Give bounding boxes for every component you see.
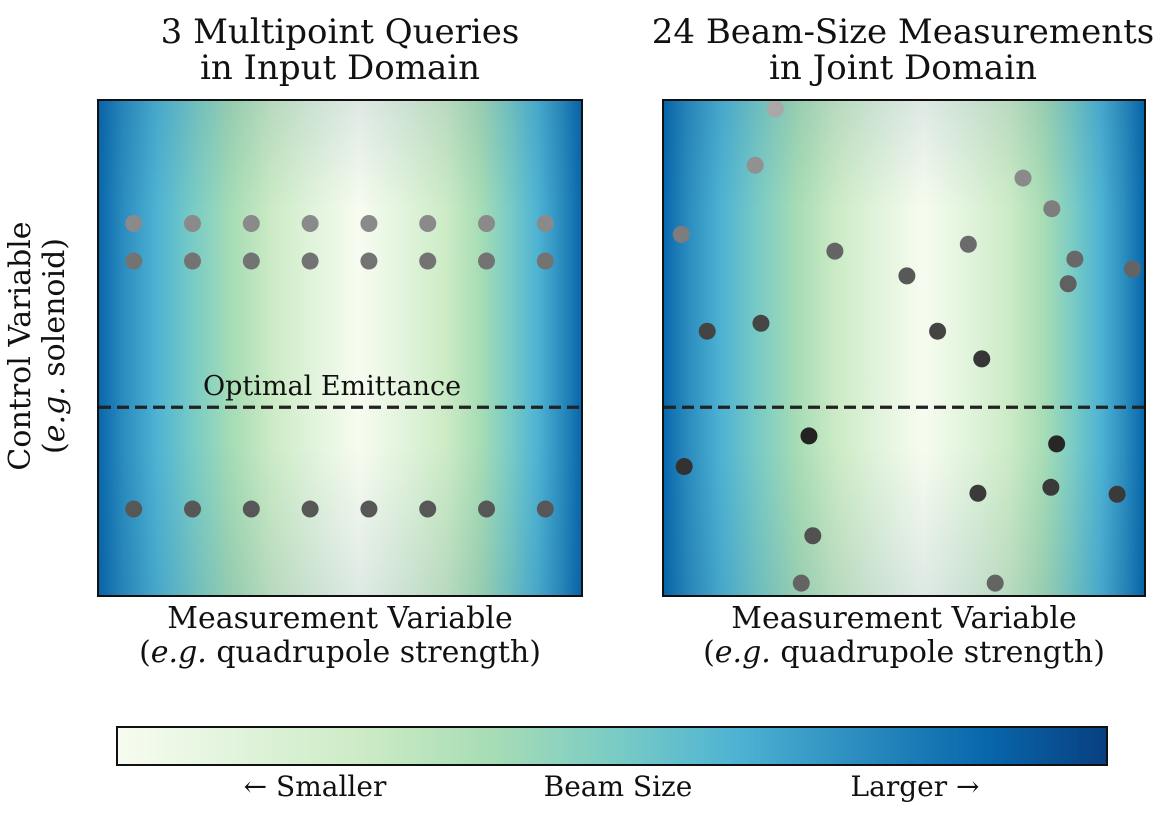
measurement-point: [125, 252, 143, 270]
measurement-point: [360, 500, 378, 518]
measurement-point: [184, 215, 202, 233]
right-x-label-line2: (e.g. quadrupole strength): [703, 635, 1105, 670]
y-label-eg: e.g.: [37, 386, 72, 443]
right-panel-title: 24 Beam-Size Measurements in Joint Domai…: [642, 14, 1162, 86]
left-panel-title: 3 Multipoint Queries in Input Domain: [98, 14, 582, 86]
beam-size-colorbar: [116, 726, 1108, 766]
optimal-emittance-label: Optimal Emittance: [203, 371, 462, 402]
y-label-line1: Control Variable: [3, 221, 38, 471]
right-x-axis-label: Measurement Variable (e.g. quadrupole st…: [654, 602, 1154, 670]
right-beam-size-field: [664, 101, 1144, 595]
measurement-point: [1059, 275, 1077, 293]
measurement-point: [929, 322, 947, 340]
measurement-point: [360, 252, 378, 270]
measurement-point: [746, 156, 764, 174]
y-axis-label: Control Variable (e.g. solenoid): [3, 166, 72, 526]
left-x-axis-label: Measurement Variable (e.g. quadrupole st…: [90, 602, 590, 670]
measurement-point: [1108, 485, 1126, 503]
measurement-point: [478, 500, 496, 518]
left-panel: Optimal Emittance: [97, 99, 583, 597]
measurement-point: [301, 500, 319, 518]
measurement-point: [360, 215, 378, 233]
measurement-point: [1014, 169, 1032, 187]
measurement-point: [1066, 250, 1084, 268]
left-title-line2: in Input Domain: [199, 48, 481, 88]
left-x-label-rest: quadrupole strength): [206, 635, 541, 670]
right-title-line1: 24 Beam-Size Measurements: [651, 12, 1155, 52]
y-label-rest: solenoid): [37, 238, 72, 387]
colorbar-larger-label: Larger →: [850, 770, 980, 803]
measurement-point: [826, 242, 844, 260]
measurement-point: [672, 225, 690, 243]
measurement-point: [752, 314, 770, 332]
measurement-point: [301, 252, 319, 270]
left-beam-size-field: [99, 101, 581, 595]
measurement-point: [973, 350, 991, 368]
measurement-point: [242, 215, 260, 233]
colorbar-smaller-label: ← Smaller: [243, 770, 387, 803]
measurement-point: [1123, 260, 1141, 278]
measurement-point: [1042, 478, 1060, 496]
measurement-point: [1048, 435, 1066, 453]
measurement-point: [959, 235, 977, 253]
left-x-label-line2: (e.g. quadrupole strength): [139, 635, 541, 670]
y-label-line2: (e.g. solenoid): [37, 238, 72, 454]
measurement-point: [792, 574, 810, 592]
measurement-point: [301, 215, 319, 233]
left-panel-plot: [99, 215, 581, 518]
right-x-label-eg: e.g.: [714, 635, 771, 670]
left-title-line1: 3 Multipoint Queries: [160, 12, 520, 52]
colorbar-beam-size-label: Beam Size: [543, 770, 693, 803]
measurement-point: [1043, 200, 1061, 218]
measurement-point: [536, 500, 554, 518]
right-x-label-rest: quadrupole strength): [770, 635, 1105, 670]
measurement-point: [478, 252, 496, 270]
right-x-label-line1: Measurement Variable: [731, 601, 1077, 636]
measurement-point: [804, 527, 822, 545]
measurement-point: [242, 252, 260, 270]
measurement-point: [536, 252, 554, 270]
measurement-point: [419, 500, 437, 518]
measurement-point: [184, 500, 202, 518]
measurement-point: [766, 101, 784, 118]
measurement-point: [419, 215, 437, 233]
measurement-point: [675, 458, 693, 476]
right-panel-plot: [664, 101, 1144, 592]
right-panel: [662, 99, 1146, 597]
measurement-point: [184, 252, 202, 270]
measurement-point: [898, 267, 916, 285]
left-x-label-eg: e.g.: [150, 635, 207, 670]
measurement-point: [478, 215, 496, 233]
measurement-point: [969, 484, 987, 502]
measurement-point: [536, 215, 554, 233]
measurement-point: [125, 500, 143, 518]
left-x-label-line1: Measurement Variable: [167, 601, 513, 636]
measurement-point: [800, 427, 818, 445]
measurement-point: [419, 252, 437, 270]
right-title-line2: in Joint Domain: [769, 48, 1037, 88]
measurement-point: [125, 215, 143, 233]
measurement-point: [986, 574, 1004, 592]
measurement-point: [698, 322, 716, 340]
measurement-point: [242, 500, 260, 518]
